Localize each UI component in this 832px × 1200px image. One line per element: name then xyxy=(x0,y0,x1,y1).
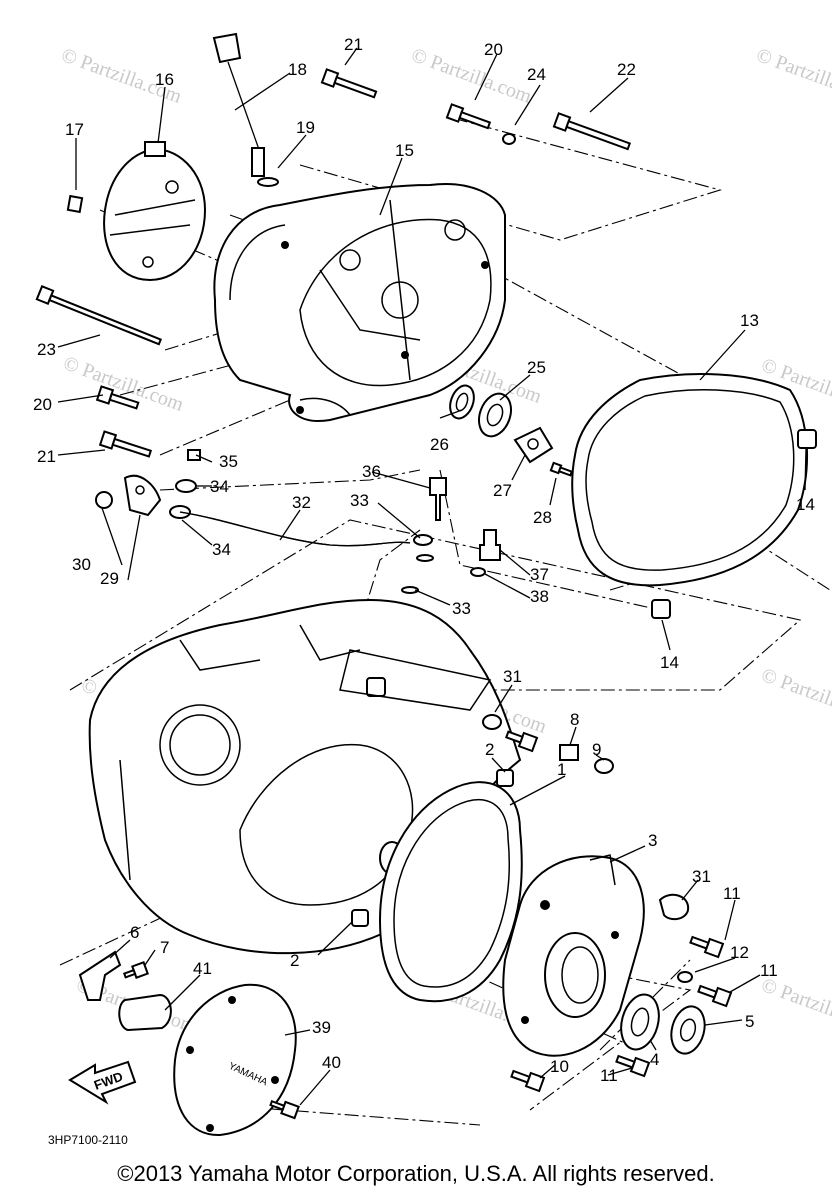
callout-numbers: 1 2 2 3 4 5 6 7 8 9 10 11 11 11 12 13 14… xyxy=(33,35,815,1085)
fwd-arrow-icon: FWD xyxy=(68,1060,137,1105)
callout-21: 21 xyxy=(37,447,56,466)
callout-20: 20 xyxy=(484,40,503,59)
callout-14: 14 xyxy=(796,495,815,514)
crankcase-cover-part-3 xyxy=(502,854,645,1057)
callout-1: 1 xyxy=(557,760,566,779)
callout-22: 22 xyxy=(617,60,636,79)
callout-34: 34 xyxy=(212,540,231,559)
parts-diagram: © Partzilla.com © Partzilla.com © Partzi… xyxy=(33,32,832,1145)
callout-11: 11 xyxy=(600,1066,618,1085)
callout-20: 20 xyxy=(33,395,52,414)
watermark: © Partzilla.com xyxy=(60,352,187,416)
callout-36: 36 xyxy=(362,462,381,481)
callout-35: 35 xyxy=(219,452,238,471)
callout-18: 18 xyxy=(288,60,307,79)
callout-11: 11 xyxy=(723,884,741,903)
crankcase-cover-part-15 xyxy=(213,183,506,422)
copyright-footer: ©2013 Yamaha Motor Corporation, U.S.A. A… xyxy=(117,1161,715,1186)
callout-31: 31 xyxy=(692,867,711,886)
cover-part-39: YAMAHA xyxy=(173,983,300,1137)
callout-11: 11 xyxy=(760,961,778,980)
gasket-part-13 xyxy=(571,373,809,587)
oil-pipe-group xyxy=(95,449,501,594)
callout-4: 4 xyxy=(650,1050,659,1069)
oil-seals-4-5 xyxy=(620,993,706,1055)
callout-41: 41 xyxy=(193,959,212,978)
callout-5: 5 xyxy=(745,1012,754,1031)
callout-37: 37 xyxy=(530,565,549,584)
callout-38: 38 xyxy=(530,587,549,606)
callout-9: 9 xyxy=(592,740,601,759)
callout-15: 15 xyxy=(395,141,414,160)
cover-plate-part-16 xyxy=(103,141,207,282)
diagram-code: 3HP7100-2110 xyxy=(48,1133,128,1145)
callout-30: 30 xyxy=(72,555,91,574)
callout-23: 23 xyxy=(37,340,56,359)
callout-33: 33 xyxy=(452,599,471,618)
bolts-top xyxy=(35,68,632,458)
callout-6: 6 xyxy=(130,923,139,942)
callout-34: 34 xyxy=(210,477,229,496)
watermark: © Partzilla.com xyxy=(758,974,832,1038)
watermark: © Partzilla.com xyxy=(753,44,832,108)
bolts-right xyxy=(482,714,733,1093)
callout-40: 40 xyxy=(322,1053,341,1072)
callout-25: 25 xyxy=(527,358,546,377)
callout-29: 29 xyxy=(100,569,119,588)
callout-32: 32 xyxy=(292,493,311,512)
callout-14: 14 xyxy=(660,653,679,672)
dowel-pins-2 xyxy=(351,769,514,927)
callout-28: 28 xyxy=(533,508,552,527)
callout-2: 2 xyxy=(290,951,299,970)
callout-7: 7 xyxy=(160,938,169,957)
callout-21: 21 xyxy=(344,35,363,54)
dowel-pins-14 xyxy=(651,429,817,619)
callout-10: 10 xyxy=(550,1057,569,1076)
gasket-inner-outline xyxy=(585,389,795,571)
callout-8: 8 xyxy=(570,710,579,729)
callout-3: 3 xyxy=(648,831,657,850)
callout-33: 33 xyxy=(350,491,369,510)
callout-39: 39 xyxy=(312,1018,331,1037)
small-parts-left xyxy=(78,950,172,1032)
callout-27: 27 xyxy=(493,481,512,500)
callout-17: 17 xyxy=(65,120,84,139)
gasket-1-inner xyxy=(393,799,511,988)
callout-31: 31 xyxy=(503,667,522,686)
watermark: © Partzilla.com xyxy=(408,44,535,108)
leader-lines xyxy=(57,47,807,1106)
callout-26: 26 xyxy=(430,435,449,454)
gasket-part-1 xyxy=(378,781,523,1003)
dipstick-part-18 xyxy=(212,32,265,177)
callout-13: 13 xyxy=(740,311,759,330)
callout-19: 19 xyxy=(296,118,315,137)
seal-bearing-group xyxy=(449,384,574,477)
watermark: © Partzilla.com xyxy=(758,664,832,728)
callout-16: 16 xyxy=(155,70,174,89)
callout-12: 12 xyxy=(730,943,749,962)
callout-24: 24 xyxy=(527,65,546,84)
gasket-part-19 xyxy=(257,177,279,187)
callout-2: 2 xyxy=(485,740,494,759)
